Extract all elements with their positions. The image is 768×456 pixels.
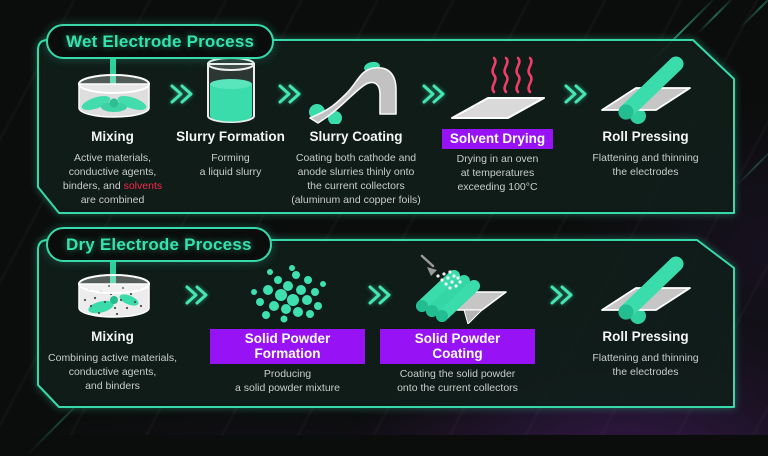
step-title: Solid Powder Coating xyxy=(380,329,535,364)
step-desc: Drying in an oven at temperatures exceed… xyxy=(456,153,539,193)
dry-process-title: Dry Electrode Process xyxy=(66,235,252,254)
step-title: Slurry Coating xyxy=(309,129,403,144)
roll-press-icon xyxy=(568,256,723,324)
coating-roller-icon xyxy=(280,56,432,124)
powder-coating-roller-icon xyxy=(380,254,535,324)
step-title: Mixing xyxy=(91,329,134,344)
step-desc: Coating both cathode and anode slurries … xyxy=(291,152,421,206)
flow-chevron-icon xyxy=(278,84,301,104)
step-badge: Solid Powder Coating xyxy=(380,329,535,364)
step-title: Mixing xyxy=(91,129,134,144)
flow-chevron-icon xyxy=(185,285,208,305)
step-desc: Forming a liquid slurry xyxy=(199,152,262,178)
dry-step-solid-powder-coating: Solid Powder Coating Coating the solid p… xyxy=(380,254,535,396)
flow-chevron-icon xyxy=(564,84,587,104)
step-desc: Flattening and thinning the electrodes xyxy=(592,352,699,378)
step-desc: Active materials, conductive agents, bin… xyxy=(40,152,185,208)
wet-step-slurry-coating: Slurry Coating Coating both cathode and … xyxy=(280,56,432,208)
flow-chevron-icon xyxy=(170,84,193,104)
step-desc: Combining active materials, conductive a… xyxy=(48,352,177,392)
dry-step-roll-pressing: Roll Pressing Flattening and thinning th… xyxy=(568,256,723,380)
wet-step-slurry-formation: Slurry Formation Forming a liquid slurry xyxy=(158,56,303,180)
wet-step-roll-pressing: Roll Pressing Flattening and thinning th… xyxy=(573,56,718,180)
step-title: Roll Pressing xyxy=(602,329,689,344)
flow-chevron-icon xyxy=(550,285,573,305)
heated-sheet-icon xyxy=(425,56,570,124)
step-title: Slurry Formation xyxy=(176,129,285,144)
powder-mixer-bowl-icon xyxy=(35,256,190,324)
dry-step-mixing: Mixing Combining active materials, condu… xyxy=(35,256,190,394)
step-desc: Flattening and thinning the electrodes xyxy=(592,152,699,178)
step-desc: Producing a solid powder mixture xyxy=(234,368,341,394)
step-badge: Solid Powder Formation xyxy=(210,329,365,364)
dry-step-solid-powder-formation: Solid Powder Formation Producing a solid… xyxy=(210,256,365,396)
mixer-bowl-icon xyxy=(40,56,185,124)
step-badge: Solvent Drying xyxy=(441,129,554,149)
step-title: Solid Powder Formation xyxy=(210,329,365,364)
dry-panel-border xyxy=(37,239,735,408)
roll-press-icon xyxy=(573,56,718,124)
step-title: Roll Pressing xyxy=(602,129,689,144)
powder-particles-icon xyxy=(210,256,365,324)
liquid-beaker-icon xyxy=(158,56,303,124)
flow-chevron-icon xyxy=(422,84,445,104)
step-desc-text: Active materials, conductive agents, bin… xyxy=(62,152,157,192)
step-title: Solvent Drying xyxy=(425,129,570,149)
wet-step-solvent-drying: Solvent Drying Drying in an oven at temp… xyxy=(425,56,570,195)
wet-process-title: Wet Electrode Process xyxy=(66,32,255,51)
step-desc: Coating the solid powder onto the curren… xyxy=(397,368,518,394)
flow-chevron-icon xyxy=(368,285,391,305)
wet-process-title-pill: Wet Electrode Process xyxy=(46,24,275,59)
step-desc-highlight-word: solvents xyxy=(123,179,163,192)
wet-step-mixing: Mixing Active materials, conductive agen… xyxy=(40,56,185,208)
dry-process-title-pill: Dry Electrode Process xyxy=(46,227,272,262)
step-desc-text: are combined xyxy=(80,193,145,206)
